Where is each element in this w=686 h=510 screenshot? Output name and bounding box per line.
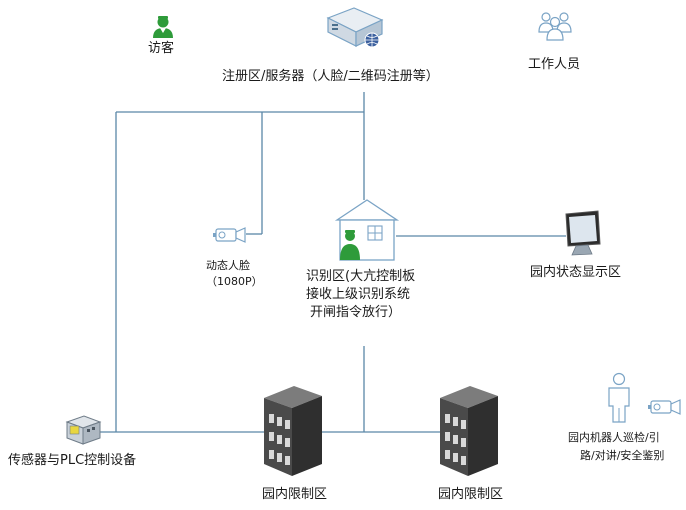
camera-icon — [213, 227, 246, 243]
recognition-label-line1: 识别区(大亢控制板 — [306, 269, 416, 284]
restricted-building-2-icon — [440, 386, 498, 476]
recognition-label-line2: 接收上级识别系统 — [306, 287, 411, 302]
dynamic-face-label-line1: 动态人脸 — [206, 259, 250, 272]
server-label: 注册区/服务器（人脸/二维码注册等） — [222, 69, 439, 84]
robot-label-line1: 园内机器人巡检/引 — [568, 431, 660, 444]
recognition-label-line3: 开闸指令放行） — [310, 305, 402, 320]
visitor-icon — [153, 16, 173, 38]
staff-group-icon — [538, 12, 572, 41]
robot-label-line2: 路/对讲/安全鉴别 — [580, 449, 665, 462]
restricted-zone-2-label: 园内限制区 — [438, 487, 504, 502]
status-display-label: 园内状态显示区 — [530, 265, 622, 280]
robot-person-icon — [608, 372, 630, 423]
staff-label: 工作人员 — [528, 57, 581, 72]
sensor-plc-label: 传感器与PLC控制设备 — [8, 453, 137, 468]
server-icon — [326, 7, 384, 48]
robot-camera-icon — [648, 399, 681, 415]
visitor-label: 访客 — [148, 41, 175, 56]
dynamic-face-label-line2: （1080P） — [206, 275, 263, 288]
monitor-icon — [565, 210, 601, 256]
guard-icon — [340, 230, 360, 260]
restricted-building-1-icon — [264, 386, 322, 476]
sensor-plc-icon — [65, 415, 102, 445]
restricted-zone-1-label: 园内限制区 — [262, 487, 328, 502]
recognition-house-icon — [334, 199, 400, 261]
